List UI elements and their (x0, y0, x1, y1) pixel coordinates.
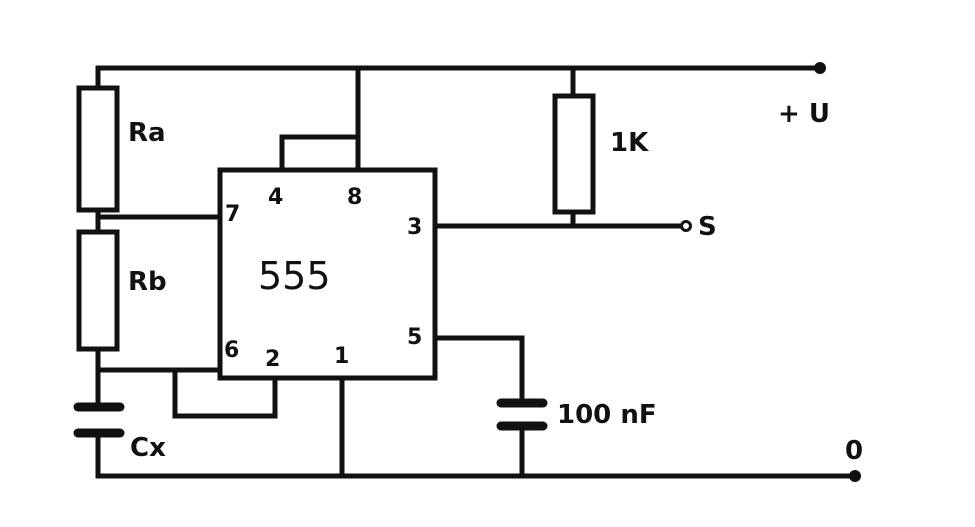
supply-terminal[interactable] (814, 62, 826, 74)
pin-label-1: 1 (334, 344, 349, 369)
label-rb: Rb (128, 267, 167, 297)
label-cx: Cx (130, 433, 166, 463)
label-ra: Ra (128, 118, 166, 148)
pin-label-4: 4 (268, 185, 283, 210)
label-output: S (698, 212, 717, 242)
ic-555-body (217, 167, 438, 381)
ic-name: 555 (258, 254, 331, 298)
pin-label-8: 8 (347, 185, 362, 210)
resistor-rb (76, 229, 120, 352)
pin4-pin8-link (279, 134, 361, 173)
pin-label-6: 6 (224, 338, 239, 363)
pin-label-3: 3 (407, 215, 422, 240)
output-terminal[interactable] (680, 220, 692, 232)
resistor-ra (76, 85, 120, 213)
resistor-1k (552, 93, 596, 215)
pin5-wire (432, 335, 525, 406)
label-supply: + U (778, 99, 830, 129)
pin-label-5: 5 (407, 325, 422, 350)
pin-label-7: 7 (225, 202, 240, 227)
label-100nf: 100 nF (557, 400, 657, 430)
pin2-trigger-loop (172, 367, 278, 419)
label-1k: 1K (610, 128, 649, 158)
ground-terminal[interactable] (849, 470, 861, 482)
pin-label-2: 2 (265, 347, 280, 372)
label-ground: 0 (845, 436, 863, 466)
